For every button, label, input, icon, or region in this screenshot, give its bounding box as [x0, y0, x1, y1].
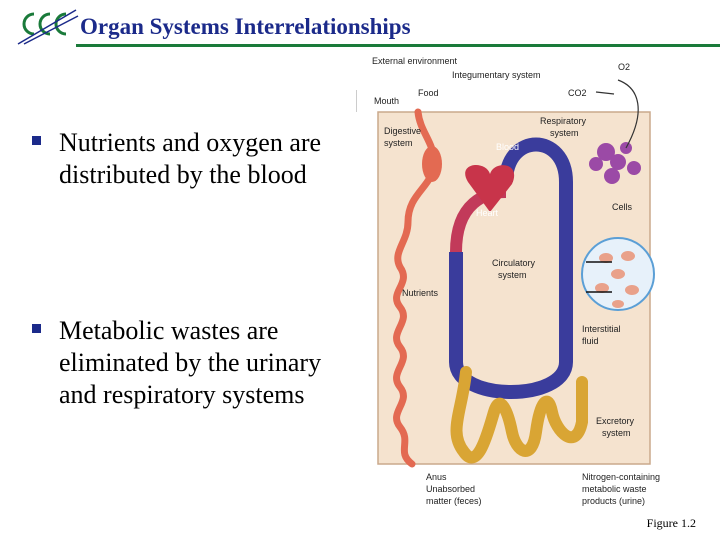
- label-external-environment: External environment: [372, 56, 458, 66]
- digestive-tract: [393, 108, 438, 468]
- label-circulatory-system-2: system: [498, 270, 527, 280]
- label-nitrogen-waste-3: products (urine): [582, 496, 645, 506]
- label-nitrogen-waste: Nitrogen-containing: [582, 472, 660, 482]
- bullet-text: Nutrients and oxygen are distributed by …: [59, 128, 322, 189]
- label-digestive-system-2: system: [384, 138, 413, 148]
- figure-caption: Figure 1.2: [646, 516, 696, 530]
- organ-systems-figure: External environment Integumentary syste…: [356, 56, 660, 506]
- label-co2: CO2: [568, 88, 587, 98]
- label-excretory-system: Excretory: [596, 416, 635, 426]
- label-o2: O2: [618, 62, 630, 72]
- heart-shape: [465, 164, 515, 212]
- excretory-tubules: [450, 366, 588, 464]
- label-food: Food: [418, 88, 439, 98]
- bullet-item: Nutrients and oxygen are distributed by …: [32, 127, 352, 191]
- label-unabsorbed-matter-2: matter (feces): [426, 496, 482, 506]
- bullet-text: Metabolic wastes are eliminated by the u…: [59, 316, 322, 409]
- label-unabsorbed-matter: Unabsorbed: [426, 484, 475, 494]
- label-nitrogen-waste-2: metabolic waste: [582, 484, 647, 494]
- label-respiratory-system: Respiratory: [540, 116, 587, 126]
- label-respiratory-system-2: system: [550, 128, 579, 138]
- bullet-marker-icon: [32, 324, 41, 333]
- label-circulatory-system: Circulatory: [492, 258, 536, 268]
- circulatory-loop-outer: [449, 137, 573, 399]
- label-cells: Cells: [612, 202, 633, 212]
- cell-shapes: [595, 251, 639, 308]
- label-integumentary-system: Integumentary system: [452, 70, 541, 80]
- bullet-marker-icon: [32, 136, 41, 145]
- o2-arrow-line: [617, 79, 639, 149]
- stomach: [422, 146, 442, 182]
- label-nutrients: Nutrients: [402, 288, 439, 298]
- label-blood: Blood: [496, 142, 519, 152]
- label-mouth: Mouth: [374, 96, 399, 106]
- logo: [17, 9, 79, 45]
- label-interstitial-fluid-2: fluid: [582, 336, 599, 346]
- label-anus: Anus: [426, 472, 447, 482]
- bullet-item: Metabolic wastes are eliminated by the u…: [32, 315, 352, 411]
- page-title: Organ Systems Interrelationships: [80, 14, 411, 39]
- label-heart: Heart: [476, 208, 499, 218]
- label-digestive-system: Digestive: [384, 126, 421, 136]
- label-excretory-system-2: system: [602, 428, 631, 438]
- label-interstitial-fluid: Interstitial: [582, 324, 621, 334]
- title-divider: [76, 44, 720, 47]
- lungs: [589, 142, 641, 184]
